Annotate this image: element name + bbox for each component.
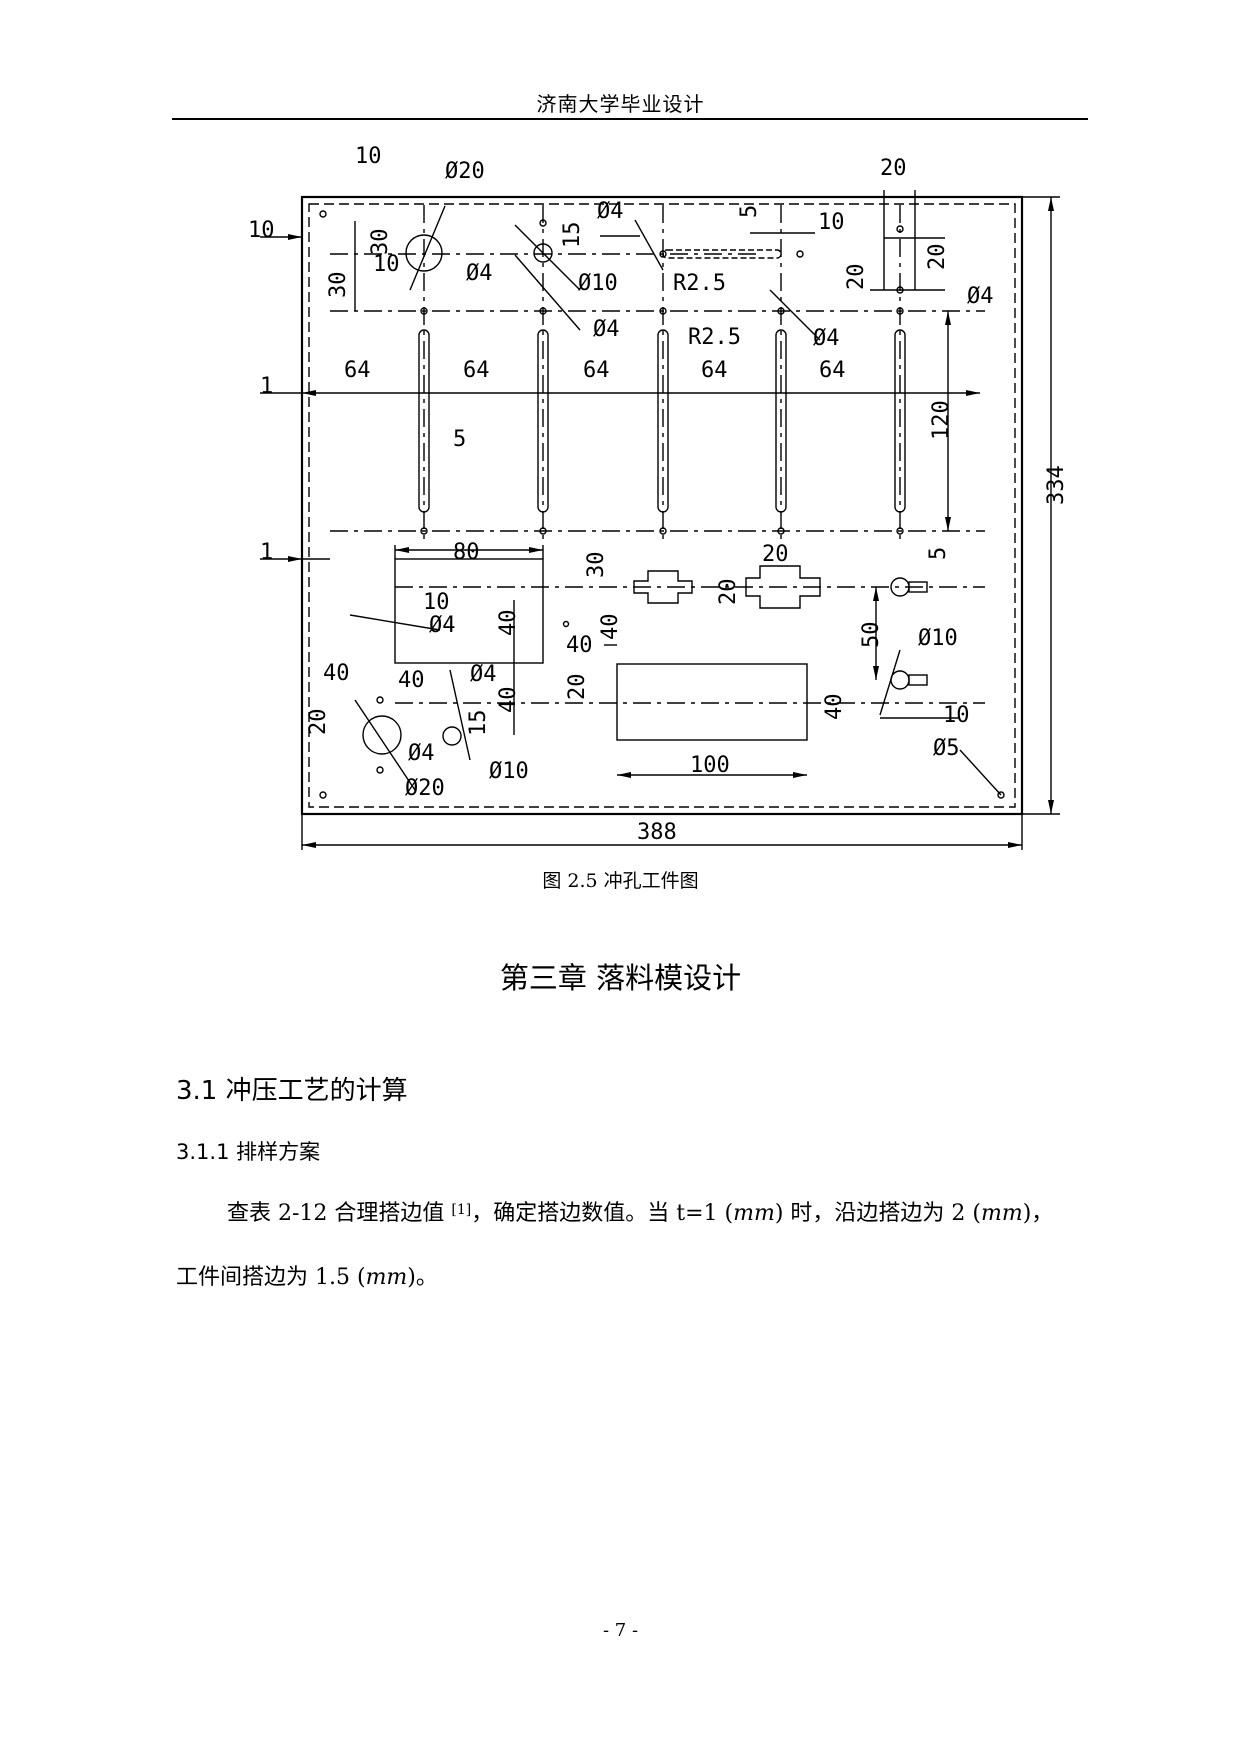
dim-100: 100 — [690, 753, 730, 778]
dim-10-right: 10 — [943, 703, 970, 728]
dim-40-c: 40 — [398, 668, 425, 693]
paragraph-2: 工件间搭边为 1.5 (mm)。 — [176, 1265, 438, 1290]
dim-80: 80 — [453, 540, 480, 565]
dim-5-right: 5 — [926, 547, 951, 560]
chapter-title: 第三章 落料模设计 — [499, 961, 742, 995]
dim-64-d: 64 — [701, 358, 728, 383]
dim-15-a: 15 — [560, 222, 585, 249]
dim-1-a: 1 — [260, 374, 273, 399]
header-rule — [172, 118, 1088, 120]
dim-20-top-right: 20 — [880, 156, 907, 181]
paragraph-1: 查表 2-12 合理搭边值 [1]，确定搭边数值。当 t=1 (mm) 时，沿边… — [227, 1201, 1054, 1226]
dim-30-a: 30 — [368, 229, 393, 256]
dim-334: 334 — [1044, 465, 1069, 505]
dim-40-e: 40 — [598, 614, 623, 641]
dim-phi4-g: Ø4 — [470, 662, 497, 687]
dim-phi4-h: Ø4 — [408, 741, 435, 766]
dim-phi10-lower: Ø10 — [489, 759, 529, 784]
dim-40-d: 40 — [496, 610, 521, 637]
dim-phi10-right: Ø10 — [918, 626, 958, 651]
dim-20-e: 20 — [716, 579, 741, 606]
dim-phi4-c: Ø4 — [593, 317, 620, 342]
dim-phi4-a: Ø4 — [597, 199, 624, 224]
dim-phi4-e: Ø4 — [967, 284, 994, 309]
dim-50: 50 — [859, 622, 884, 649]
dim-120: 120 — [929, 400, 954, 440]
figure-caption: 图 2.5 冲孔工件图 — [542, 870, 699, 892]
page-number: - 7 - — [602, 1620, 639, 1641]
dim-30-b: 30 — [326, 272, 351, 299]
dim-64-e: 64 — [819, 358, 846, 383]
dim-40-b: 40 — [323, 661, 350, 686]
dim-64-c: 64 — [583, 358, 610, 383]
dim-1-b: 1 — [260, 540, 273, 565]
running-header: 济南大学毕业设计 — [536, 92, 705, 116]
dim-phi4-d: Ø4 — [813, 326, 840, 351]
dim-20-mid: 20 — [762, 542, 789, 567]
dim-10-top: 10 — [355, 144, 382, 169]
dim-40-a: 40 — [566, 633, 593, 658]
dim-10-inner: 10 — [373, 252, 400, 277]
dim-20-g: 20 — [306, 709, 331, 736]
dim-15-b: 15 — [466, 710, 491, 737]
punching-workpiece-drawing: 10 Ø20 10 10 Ø4 Ø4 Ø10 R2.5 R2.5 Ø4 Ø4 Ø… — [248, 144, 1069, 850]
dim-388: 388 — [637, 820, 677, 845]
dim-10-lower: 10 — [423, 590, 450, 615]
dim-5-top: 5 — [737, 205, 762, 218]
dim-5-slot: 5 — [453, 427, 466, 452]
section-heading: 3.1 冲压工艺的计算 — [176, 1076, 408, 1106]
citation[interactable]: [1] — [451, 1202, 472, 1218]
dim-20-f: 20 — [565, 674, 590, 701]
dim-10-left: 10 — [248, 218, 275, 243]
dim-r25-b: R2.5 — [688, 325, 741, 350]
dim-phi5: Ø5 — [933, 736, 960, 761]
dim-phi20-top: Ø20 — [445, 159, 485, 184]
subsection-heading: 3.1.1 排样方案 — [176, 1140, 321, 1164]
dim-40-f: 40 — [496, 687, 521, 714]
dim-phi4-b: Ø4 — [466, 261, 493, 286]
dim-phi4-f: Ø4 — [429, 613, 456, 638]
dim-r25-a: R2.5 — [673, 271, 726, 296]
dim-20-d: 20 — [925, 244, 950, 271]
dim-64-b: 64 — [463, 358, 490, 383]
dim-phi20-lower: Ø20 — [405, 776, 445, 801]
dim-20-c: 20 — [844, 264, 869, 291]
dim-40-g: 40 — [822, 694, 847, 721]
dim-10-top-right: 10 — [818, 210, 845, 235]
dim-30-c: 30 — [584, 552, 609, 579]
dim-phi10-top: Ø10 — [578, 271, 618, 296]
dim-64-a: 64 — [344, 358, 371, 383]
